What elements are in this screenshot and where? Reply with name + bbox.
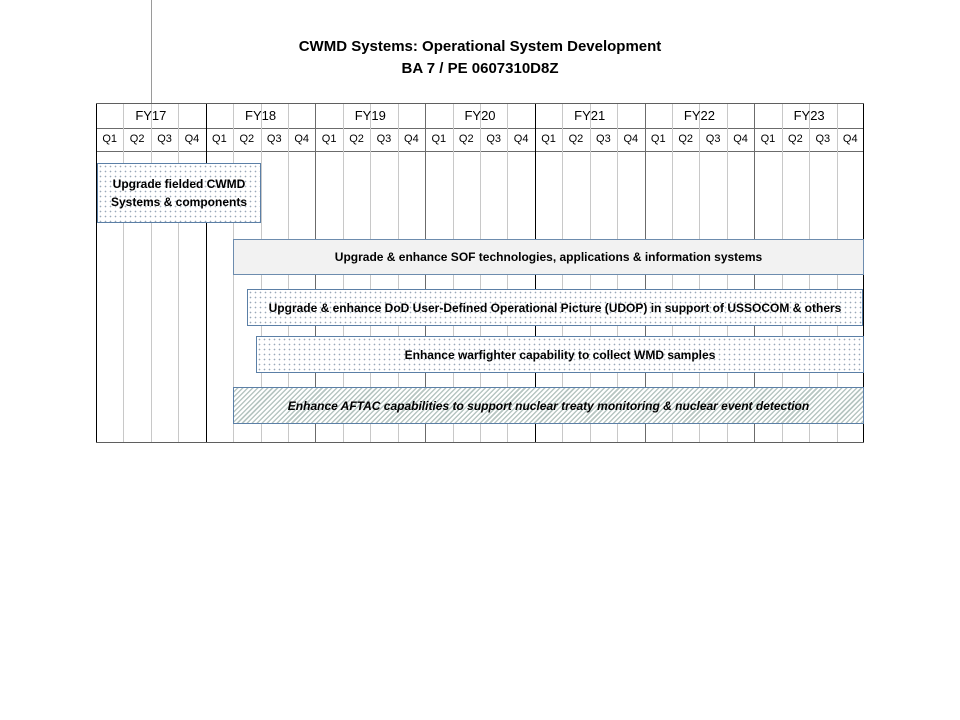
year-label: FY19 (354, 108, 386, 123)
quarter-label: Q3 (815, 133, 831, 145)
page-title: CWMD Systems: Operational System Develop… (298, 38, 662, 55)
quarter-label: Q3 (596, 133, 611, 145)
quarter-label: Q2 (239, 133, 255, 145)
task-bar-udop: Upgrade & enhance DoD User-Defined Opera… (247, 289, 863, 326)
quarter-label: Q2 (349, 133, 364, 145)
quarter-label: Q4 (184, 133, 200, 145)
page-subtitle: BA 7 / PE 0607310D8Z (401, 60, 559, 77)
quarter-label: Q4 (733, 133, 748, 145)
quarter-label: Q4 (513, 133, 529, 145)
year-label: FY17 (135, 108, 167, 123)
quarter-label: Q4 (623, 133, 639, 145)
quarter-label: Q1 (541, 133, 556, 145)
quarter-label: Q1 (650, 133, 666, 145)
quarter-label: Q4 (842, 133, 858, 145)
year-label: FY23 (793, 108, 825, 123)
grid-line (96, 104, 97, 442)
quarter-label: Q1 (760, 133, 776, 145)
quarter-label: Q3 (705, 133, 721, 145)
quarter-label: Q1 (212, 133, 227, 145)
quarter-label: Q3 (486, 133, 502, 145)
grid-line (150, 104, 152, 442)
quarter-label: Q4 (294, 133, 310, 145)
year-label: FY20 (464, 108, 496, 123)
year-label: FY18 (245, 108, 277, 123)
quarter-label: Q1 (321, 133, 337, 145)
quarter-label: Q3 (376, 133, 392, 145)
quarter-label: Q2 (678, 133, 694, 145)
task-bar-sof-technologies: Upgrade & enhance SOF technologies, appl… (233, 239, 864, 275)
quarter-label: Q4 (404, 133, 419, 145)
grid-line (178, 104, 180, 442)
quarter-label: Q2 (458, 133, 474, 145)
quarter-label: Q2 (129, 133, 145, 145)
quarter-label: Q1 (431, 133, 447, 145)
quarter-label: Q2 (568, 133, 584, 145)
quarter-label: Q3 (157, 133, 172, 145)
task-bar-aftac: Enhance AFTAC capabilities to support nu… (233, 387, 864, 424)
grid-line (205, 104, 207, 442)
quarter-label: Q2 (788, 133, 803, 145)
year-label: FY21 (574, 108, 606, 123)
grid-line (123, 104, 125, 442)
year-label: FY22 (683, 108, 715, 123)
task-bar-upgrade-fielded: Upgrade fielded CWMD Systems & component… (97, 163, 261, 223)
quarter-label: Q3 (266, 133, 282, 145)
stray-line (151, 0, 152, 104)
quarter-label: Q1 (102, 133, 118, 145)
task-bar-wmd-samples: Enhance warfighter capability to collect… (256, 336, 864, 373)
